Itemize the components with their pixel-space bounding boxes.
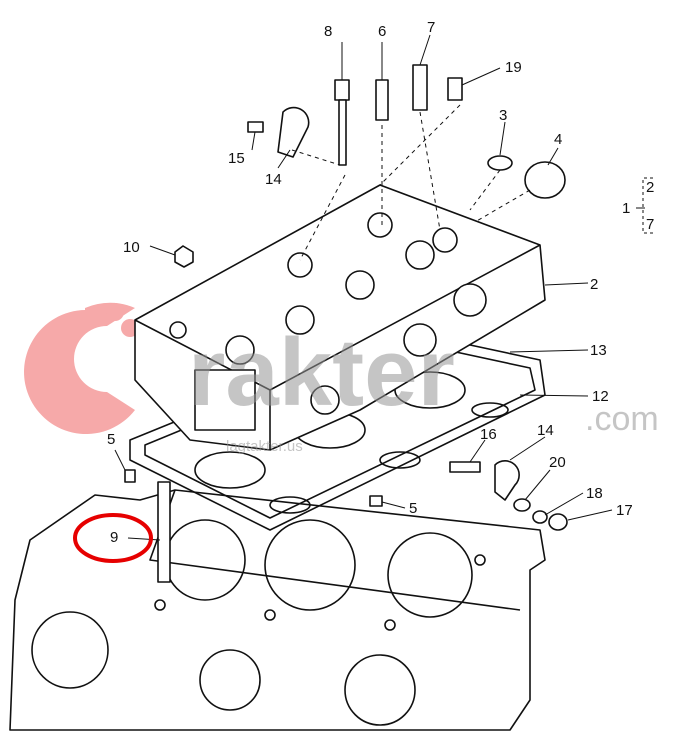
callout-3: 3 — [499, 107, 508, 124]
callout-4: 4 — [554, 131, 563, 148]
callout-17: 17 — [616, 502, 633, 519]
leader-lines — [114, 34, 656, 541]
callout-12: 12 — [592, 388, 609, 405]
callout-20: 20 — [549, 454, 566, 471]
watermark-logo — [24, 302, 139, 434]
callout-5-left: 5 — [107, 431, 116, 448]
callout-8: 8 — [324, 23, 333, 40]
callout-7: 7 — [427, 19, 436, 36]
callout-16: 16 — [480, 426, 497, 443]
callout-14-top: 14 — [265, 171, 282, 188]
cylinder-head — [134, 184, 546, 451]
studs — [124, 460, 568, 583]
highlight-circle — [73, 513, 153, 563]
bracket-bottom: 7 — [646, 216, 655, 233]
callout-10: 10 — [123, 239, 140, 256]
bracket-top: 2 — [646, 179, 655, 196]
watermark-small: lagtakter.us — [226, 438, 303, 455]
callout-18: 18 — [586, 485, 603, 502]
callout-9: 9 — [110, 529, 119, 546]
callout-15: 15 — [228, 150, 245, 167]
callout-6: 6 — [378, 23, 387, 40]
callout-13: 13 — [590, 342, 607, 359]
top-parts — [174, 64, 566, 268]
callout-2: 2 — [590, 276, 599, 293]
callout-14-right: 14 — [537, 422, 554, 439]
callout-5-center: 5 — [409, 500, 418, 517]
watermark-brand: rakter — [188, 319, 455, 426]
watermark-suffix: .com — [585, 400, 659, 438]
callout-1: 1 — [622, 200, 631, 217]
callout-19: 19 — [505, 59, 522, 76]
